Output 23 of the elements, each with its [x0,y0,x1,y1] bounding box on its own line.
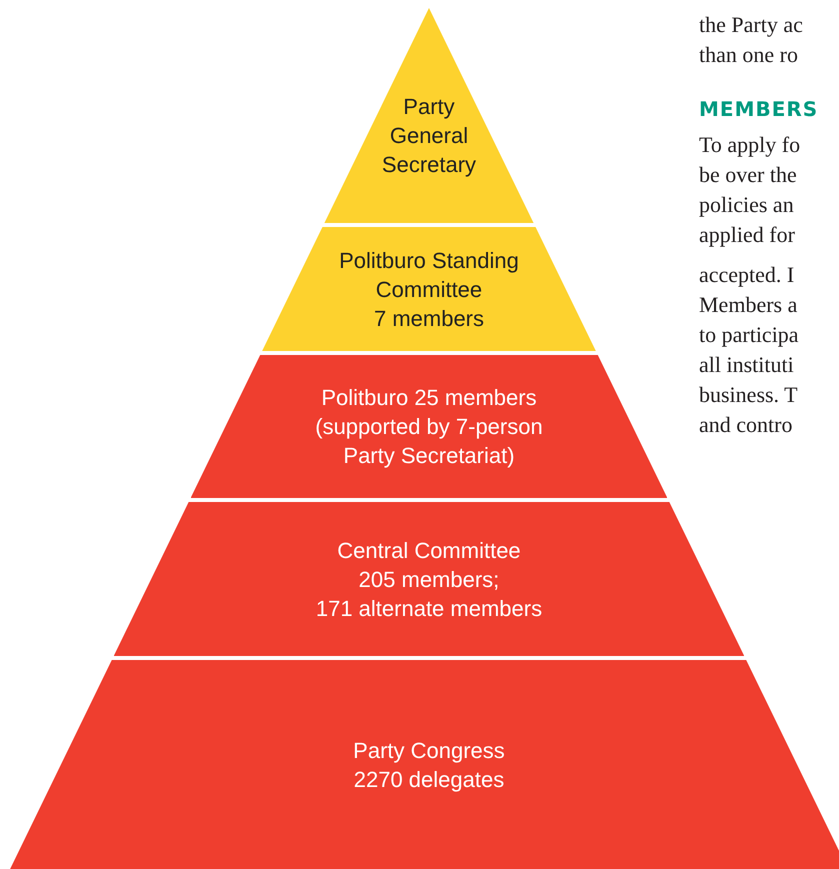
text-line: business. T [699,382,798,408]
tier-label: Party General Secretary [380,93,478,179]
text-line: to participa [699,322,799,348]
text-line: and contro [699,412,792,438]
text-line: all instituti [699,352,794,378]
pyramid-tier [10,660,839,869]
tier-label: Politburo Standing Committee [338,246,520,304]
text-line: accepted. I [699,262,794,288]
section-heading: MEMBERS [699,96,818,122]
tier-label: 2270 delegates [354,766,504,794]
text-line: the Party ac [699,12,803,38]
text-line: applied for [699,222,795,248]
tier-label: 205 members; [358,566,500,594]
tier-label: Central Committee [337,536,521,564]
text-line: To apply fo [699,132,800,158]
tier-label: 171 alternate members [316,594,542,622]
tier-label: 7 members [374,304,484,332]
text-line: Members a [699,292,798,318]
text-line: be over the [699,162,797,188]
tier-label: Politburo 25 members (supported by 7-person Party Secretariat) [314,384,544,470]
tier-label: Party Congress [353,736,505,764]
text-line: policies an [699,192,794,218]
text-line: than one ro [699,42,798,68]
